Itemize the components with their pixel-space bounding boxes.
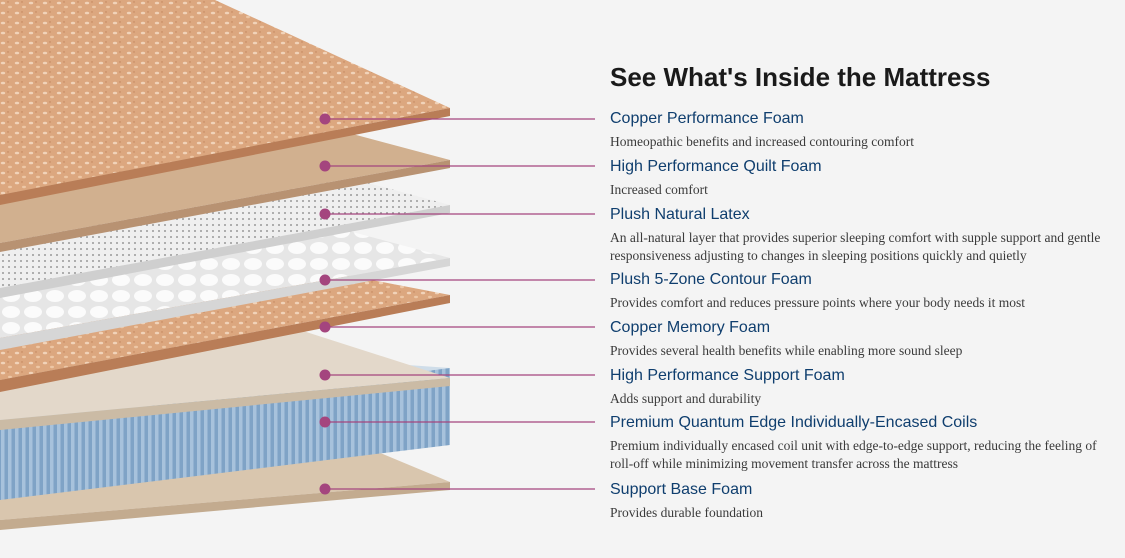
layer-name: Copper Memory Foam [610, 319, 771, 336]
layer-description: Adds support and durability [610, 391, 762, 406]
layer-name: Plush 5-Zone Contour Foam [610, 271, 812, 288]
layer-description: An all-natural layer that provides super… [610, 230, 1101, 263]
layer-item-copper-performance-foam: Copper Performance Foam Homeopathic bene… [610, 109, 1110, 151]
quilt-foam-layer [0, 120, 450, 252]
copper-performance-foam-layer [0, 0, 450, 205]
layer-item-support-base-foam: Support Base Foam Provides durable found… [610, 480, 1110, 522]
layer-description: Provides several health benefits while e… [610, 343, 963, 358]
layer-item-support-foam: High Performance Support Foam Adds suppo… [610, 366, 1110, 408]
layer-name: Support Base Foam [610, 481, 753, 498]
layer-item-copper-memory-foam: Copper Memory Foam Provides several heal… [610, 318, 1110, 360]
layer-item-contour-foam: Plush 5-Zone Contour Foam Provides comfo… [610, 270, 1110, 312]
layers-list: See What's Inside the Mattress Copper Pe… [610, 0, 1110, 558]
layer-description: Increased comfort [610, 182, 708, 197]
layer-name: Plush Natural Latex [610, 206, 750, 223]
layer-item-coils: Premium Quantum Edge Individually-Encase… [610, 413, 1110, 473]
layer-description: Premium individually encased coil unit w… [610, 438, 1097, 471]
layer-name: Copper Performance Foam [610, 110, 804, 127]
layer-name: High Performance Support Foam [610, 367, 845, 384]
layer-description: Homeopathic benefits and increased conto… [610, 134, 915, 149]
mattress-layers-illustration [0, 0, 450, 530]
layer-description: Provides comfort and reduces pressure po… [610, 295, 1026, 310]
layer-description: Provides durable foundation [610, 505, 763, 520]
natural-latex-layer [0, 170, 450, 298]
layer-item-quilt-foam: High Performance Quilt Foam Increased co… [610, 157, 1110, 199]
layer-item-natural-latex: Plush Natural Latex An all-natural layer… [610, 205, 1110, 265]
section-title: See What's Inside the Mattress [610, 62, 991, 92]
layer-name: High Performance Quilt Foam [610, 158, 822, 175]
layer-name: Premium Quantum Edge Individually-Encase… [610, 414, 978, 431]
